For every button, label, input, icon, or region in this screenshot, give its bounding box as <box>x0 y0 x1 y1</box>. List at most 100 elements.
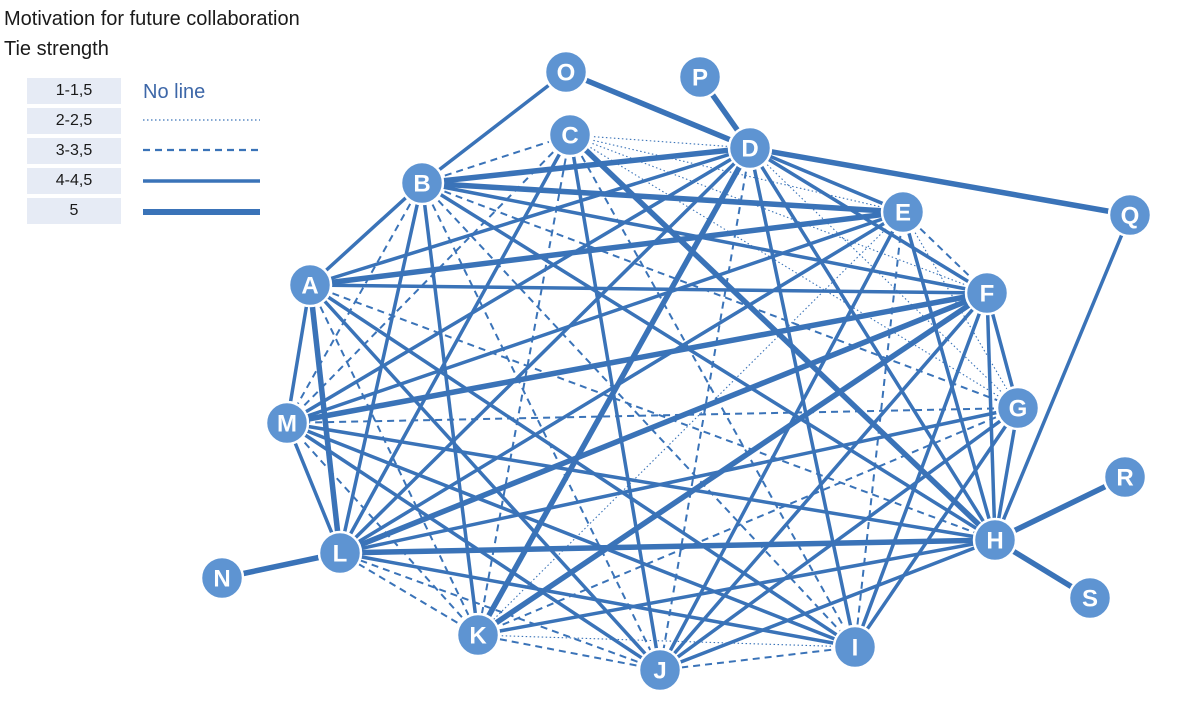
edge-j-m <box>286 421 661 672</box>
edge-c-h <box>568 133 997 542</box>
node-circle <box>880 189 926 235</box>
node-j: J <box>637 647 683 693</box>
edge-f-i <box>853 292 989 648</box>
edge-d-f <box>749 146 988 295</box>
edge-i-l <box>339 551 856 649</box>
edge-f-k <box>476 290 989 638</box>
node-k: K <box>455 612 501 658</box>
node-o: O <box>543 49 589 95</box>
edge-b-m <box>286 182 423 424</box>
edge-b-c <box>421 134 571 184</box>
node-p: P <box>677 54 723 100</box>
node-circle <box>1107 192 1153 238</box>
edge-c-j <box>568 134 662 671</box>
node-label: M <box>277 411 297 438</box>
node-circle <box>287 262 333 308</box>
node-circle <box>832 624 878 670</box>
edge-j-k <box>477 634 661 671</box>
edge-c-g <box>569 134 1019 409</box>
node-circle <box>455 612 501 658</box>
legend-samples <box>143 119 260 215</box>
edge-b-a <box>308 181 424 287</box>
node-b: B <box>399 160 445 206</box>
legend-range-3: 3-3,5 <box>27 138 121 164</box>
edge-d-l <box>338 146 752 555</box>
edge-l-m <box>285 422 342 554</box>
node-circle <box>972 517 1018 563</box>
node-h: H <box>972 517 1018 563</box>
edge-d-h <box>748 147 997 541</box>
edge-b-k <box>420 182 480 636</box>
edge-h-k <box>477 538 996 637</box>
node-circle <box>1067 575 1113 621</box>
edge-a-f <box>309 283 988 295</box>
edge-b-i <box>421 182 856 648</box>
edge-i-m <box>286 421 856 649</box>
edge-i-j <box>659 646 856 671</box>
node-a: A <box>287 262 333 308</box>
chart-title: Motivation for future collaboration <box>4 8 300 30</box>
edge-b-d <box>421 145 751 186</box>
legend-range-4: 4-4,5 <box>27 168 121 194</box>
node-circle <box>264 400 310 446</box>
edge-a-k <box>309 284 479 636</box>
legend-range-1: 1-1,5 <box>27 78 121 104</box>
node-circle <box>547 112 593 158</box>
edge-g-k <box>477 407 1019 636</box>
edge-d-q <box>749 145 1131 218</box>
node-circle <box>637 647 683 693</box>
node-label: S <box>1082 586 1098 613</box>
node-s: S <box>1067 575 1113 621</box>
node-circle <box>317 530 363 576</box>
node-circle <box>677 54 723 100</box>
edge-g-m <box>286 407 1019 424</box>
edge-h-m <box>286 421 996 542</box>
node-circle <box>727 125 773 171</box>
node-c: C <box>547 112 593 158</box>
node-label: J <box>653 658 666 685</box>
node-label: R <box>1116 465 1133 492</box>
edge-b-h <box>421 181 996 542</box>
node-m: M <box>264 400 310 446</box>
edge-a-l <box>307 284 343 554</box>
edge-e-h <box>901 211 997 541</box>
edge-g-i <box>853 407 1020 648</box>
node-i: I <box>832 624 878 670</box>
edge-d-e <box>749 146 904 214</box>
node-circle <box>1102 454 1148 500</box>
node-circle <box>399 160 445 206</box>
edge-b-e <box>421 180 904 215</box>
edge-a-m <box>285 284 312 424</box>
node-q: Q <box>1107 192 1153 238</box>
edge-a-e <box>309 209 904 288</box>
edge-d-i <box>748 147 857 648</box>
node-r: R <box>1102 454 1148 500</box>
node-n: N <box>199 555 245 601</box>
edge-c-e <box>569 134 904 213</box>
node-label: E <box>895 200 911 227</box>
legend-range-2: 2-2,5 <box>27 108 121 134</box>
edge-f-h <box>985 292 997 541</box>
edge-e-i <box>854 211 904 648</box>
node-label: C <box>561 123 578 150</box>
edge-q-h <box>993 214 1132 541</box>
node-e: E <box>880 189 926 235</box>
edge-g-h <box>993 407 1020 541</box>
node-circle <box>995 385 1041 431</box>
node-label: O <box>557 60 576 87</box>
edge-k-l <box>339 552 479 636</box>
node-label: P <box>692 65 708 92</box>
edge-a-j <box>308 283 662 672</box>
edge-i-k <box>477 634 856 648</box>
node-circle <box>543 49 589 95</box>
edge-f-m <box>286 290 988 426</box>
node-label: F <box>980 281 995 308</box>
node-label: Q <box>1121 203 1140 230</box>
edge-h-r <box>993 474 1127 543</box>
edge-c-i <box>569 134 856 648</box>
edge-h-l <box>339 537 996 556</box>
legend-range-5: 5 <box>27 198 121 224</box>
legend-title: Tie strength <box>4 38 109 60</box>
